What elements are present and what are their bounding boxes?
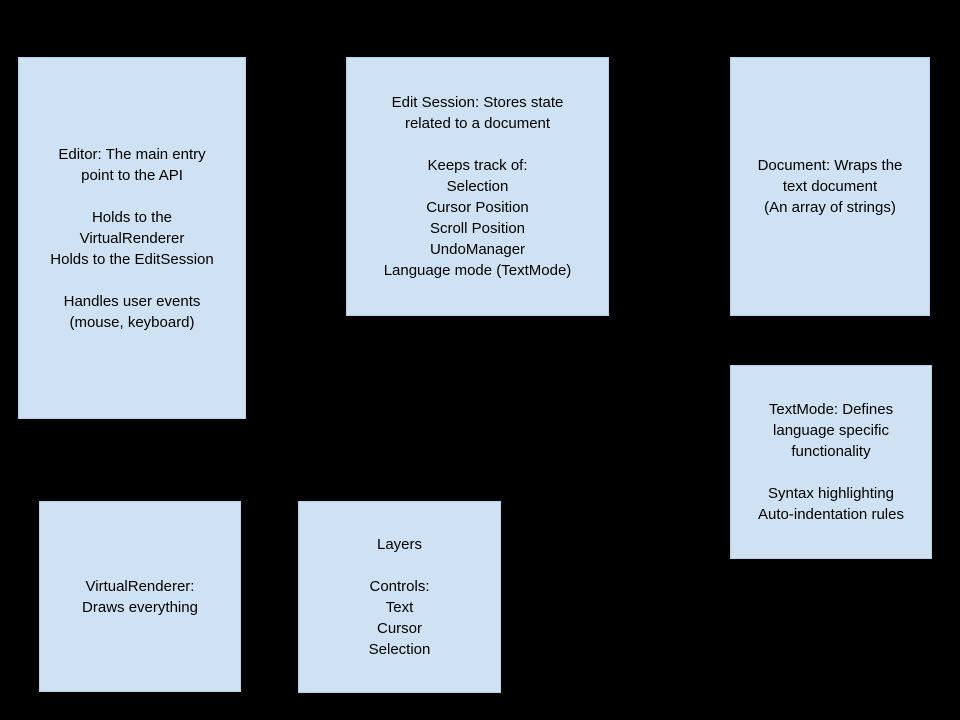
box-text-line: Scroll Position xyxy=(429,220,526,237)
box-text-line: Holds to the EditSession xyxy=(50,250,214,268)
box-text-line: Handles user events xyxy=(63,292,201,310)
box-editor: Editor: The main entry point to the API Ho… xyxy=(18,57,246,419)
box-text-line xyxy=(299,555,500,576)
box-text-line: Layers xyxy=(376,536,423,553)
box-text-line: Text xyxy=(385,599,414,616)
box-text-line: Edit Session: Stores state xyxy=(391,94,564,111)
box-text-line: Controls: xyxy=(369,578,430,595)
box-text-line: Cursor Position xyxy=(426,199,529,216)
box-document: Document: Wraps the text document (An arra… xyxy=(730,57,930,316)
box-text-line: UndoManager xyxy=(429,241,526,258)
box-text-line: Draws everything xyxy=(82,598,198,616)
box-text-line: (An array of strings) xyxy=(764,199,896,216)
box-text-line xyxy=(347,134,608,155)
box-text-line xyxy=(19,186,245,207)
box-text-line: TextMode: Defines xyxy=(768,401,894,418)
box-text-line: language specific xyxy=(773,422,889,439)
box-text-line: Language mode (TextMode) xyxy=(383,262,572,279)
box-text-line: Auto-indentation rules xyxy=(758,506,904,523)
box-text-line: (mouse, keyboard) xyxy=(69,313,195,331)
box-textmode: TextMode: Defines language specific functi… xyxy=(730,365,932,559)
box-text-line: Document: Wraps the xyxy=(757,157,903,174)
box-text-line: VirtualRenderer xyxy=(79,229,185,247)
box-text-line: Holds to the xyxy=(91,208,173,226)
box-text-line: text document xyxy=(782,178,878,195)
box-text-line: Selection xyxy=(368,641,431,658)
box-text-line: Selection xyxy=(446,178,509,195)
box-text-line: related to a document xyxy=(404,115,551,132)
box-text-line: point to the API xyxy=(81,166,183,184)
box-text-line: VirtualRenderer: xyxy=(85,577,195,595)
box-virtual-renderer: VirtualRenderer: Draws everything xyxy=(39,501,241,692)
box-text-line: Syntax highlighting xyxy=(768,485,894,502)
box-text-line: Keeps track of: xyxy=(427,157,528,174)
box-text-line: Editor: The main entry xyxy=(58,145,206,163)
box-text-line xyxy=(731,462,931,483)
box-edit-session: Edit Session: Stores state related to a d… xyxy=(346,57,609,316)
box-text-line: Cursor xyxy=(376,620,422,637)
box-text-line xyxy=(19,270,245,291)
box-text-line: functionality xyxy=(791,443,871,460)
